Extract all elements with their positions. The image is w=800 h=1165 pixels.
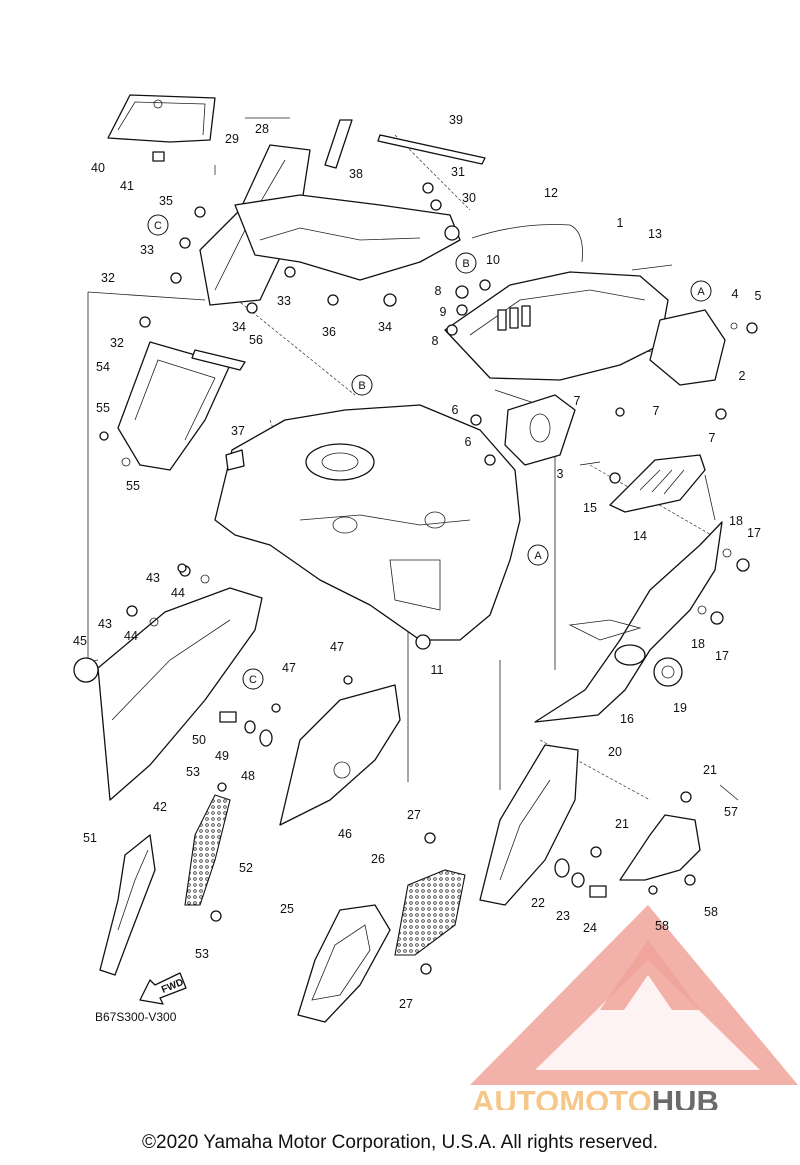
- part-number-label: 52: [239, 861, 253, 875]
- part-number-label: 7: [653, 404, 660, 418]
- part-number-label: 39: [449, 113, 463, 127]
- reference-markers: A A B B C C: [147, 214, 712, 690]
- part-number-label: 54: [96, 360, 110, 374]
- part-number-label: 10: [486, 253, 500, 267]
- part-number-label: 28: [255, 122, 269, 136]
- svg-text:AUTOMOTOHUB: AUTOMOTOHUB: [472, 1084, 719, 1110]
- svg-text:C: C: [249, 674, 257, 686]
- part-number-label: 8: [435, 284, 442, 298]
- part-number-label: 43: [98, 617, 112, 631]
- ref-marker: B: [455, 252, 477, 274]
- part-number-label: 16: [620, 712, 634, 726]
- ref-marker: C: [242, 668, 264, 690]
- ref-marker: A: [690, 280, 712, 302]
- watermark-logo: AUTOMOTOHUB: [470, 905, 798, 1110]
- part-number-label: 58: [655, 919, 669, 933]
- part-number-label: 14: [633, 529, 647, 543]
- part-number-label: 33: [140, 243, 154, 257]
- part-number-label: 34: [232, 320, 246, 334]
- part-number-label: 27: [407, 808, 421, 822]
- part-number-label: 58: [704, 905, 718, 919]
- part-number-label: 4: [732, 287, 739, 301]
- part-number-label: 17: [715, 649, 729, 663]
- part-number-label: 47: [282, 661, 296, 675]
- part-number-label: 18: [729, 514, 743, 528]
- part-number-label: 46: [338, 827, 352, 841]
- ref-marker: B: [351, 374, 373, 396]
- part-number-label: 24: [583, 921, 597, 935]
- part-number-label: 30: [462, 191, 476, 205]
- part-number-label: 25: [280, 902, 294, 916]
- part-number-label: 56: [249, 333, 263, 347]
- part-number-label: 7: [709, 431, 716, 445]
- part-number-label: 18: [691, 637, 705, 651]
- part-number-label: 41: [120, 179, 134, 193]
- part-number-label: 21: [703, 763, 717, 777]
- parts-diagram: AUTOMOTOHUB: [73, 94, 798, 1110]
- ref-marker: A: [527, 544, 549, 566]
- part-number-label: 27: [399, 997, 413, 1011]
- part-number-label: 42: [153, 800, 167, 814]
- part-number-label: 11: [431, 663, 444, 677]
- part-number-label: 2: [739, 369, 746, 383]
- part-number-label: 26: [371, 852, 385, 866]
- ref-marker: C: [147, 214, 169, 236]
- diagram-code: B67S300-V300: [95, 1010, 177, 1024]
- part-number-label: 45: [73, 634, 87, 648]
- part-number-label: 22: [531, 896, 545, 910]
- part-number-label: 44: [124, 629, 138, 643]
- part-number-label: 44: [171, 586, 185, 600]
- part-number-label: 40: [91, 161, 105, 175]
- svg-text:B: B: [462, 258, 469, 270]
- part-number-label: 31: [451, 165, 465, 179]
- svg-text:A: A: [697, 286, 705, 298]
- part-number-label: 19: [673, 701, 687, 715]
- part-number-label: 48: [241, 769, 255, 783]
- part-number-label: 12: [544, 186, 558, 200]
- part-number-label: 32: [101, 271, 115, 285]
- part-number-label: 50: [192, 733, 206, 747]
- part-number-label: 17: [747, 526, 761, 540]
- svg-text:B: B: [358, 380, 365, 392]
- part-number-label: 32: [110, 336, 124, 350]
- svg-text:A: A: [534, 550, 542, 562]
- part-number-label: 20: [608, 745, 622, 759]
- parts-artwork: [73, 94, 758, 1023]
- part-number-label: 21: [615, 817, 629, 831]
- part-number-label: 1: [617, 216, 624, 230]
- part-number-label: 43: [146, 571, 160, 585]
- part-number-label: 34: [378, 320, 392, 334]
- part-number-label: 47: [330, 640, 344, 654]
- part-number-label: 5: [755, 289, 762, 303]
- part-number-label: 53: [186, 765, 200, 779]
- watermark-text-hub: HUB: [652, 1084, 719, 1110]
- part-number-label: 29: [225, 132, 239, 146]
- part-number-label: 53: [195, 947, 209, 961]
- part-number-label: 35: [159, 194, 173, 208]
- copyright-notice: ©2020 Yamaha Motor Corporation, U.S.A. A…: [142, 1132, 658, 1153]
- part-number-label: 57: [724, 805, 738, 819]
- part-number-label: 37: [231, 424, 245, 438]
- part-number-label: 8: [432, 334, 439, 348]
- part-number-label: 7: [574, 394, 581, 408]
- part-number-label: 33: [277, 294, 291, 308]
- part-number-label: 9: [440, 305, 447, 319]
- part-number-label: 13: [648, 227, 662, 241]
- part-number-label: 6: [452, 403, 459, 417]
- part-number-label: 3: [557, 467, 564, 481]
- part-number-label: 38: [349, 167, 363, 181]
- part-number-label: 51: [83, 831, 97, 845]
- part-number-label: 15: [583, 501, 597, 515]
- part-number-label: 6: [465, 435, 472, 449]
- part-number-label: 23: [556, 909, 570, 923]
- part-number-label: 49: [215, 749, 229, 763]
- part-number-label: 55: [96, 401, 110, 415]
- watermark-text-automoto: AUTOMOTO: [472, 1084, 652, 1110]
- svg-text:C: C: [154, 220, 162, 232]
- part-number-label: 55: [126, 479, 140, 493]
- part-number-label: 36: [322, 325, 336, 339]
